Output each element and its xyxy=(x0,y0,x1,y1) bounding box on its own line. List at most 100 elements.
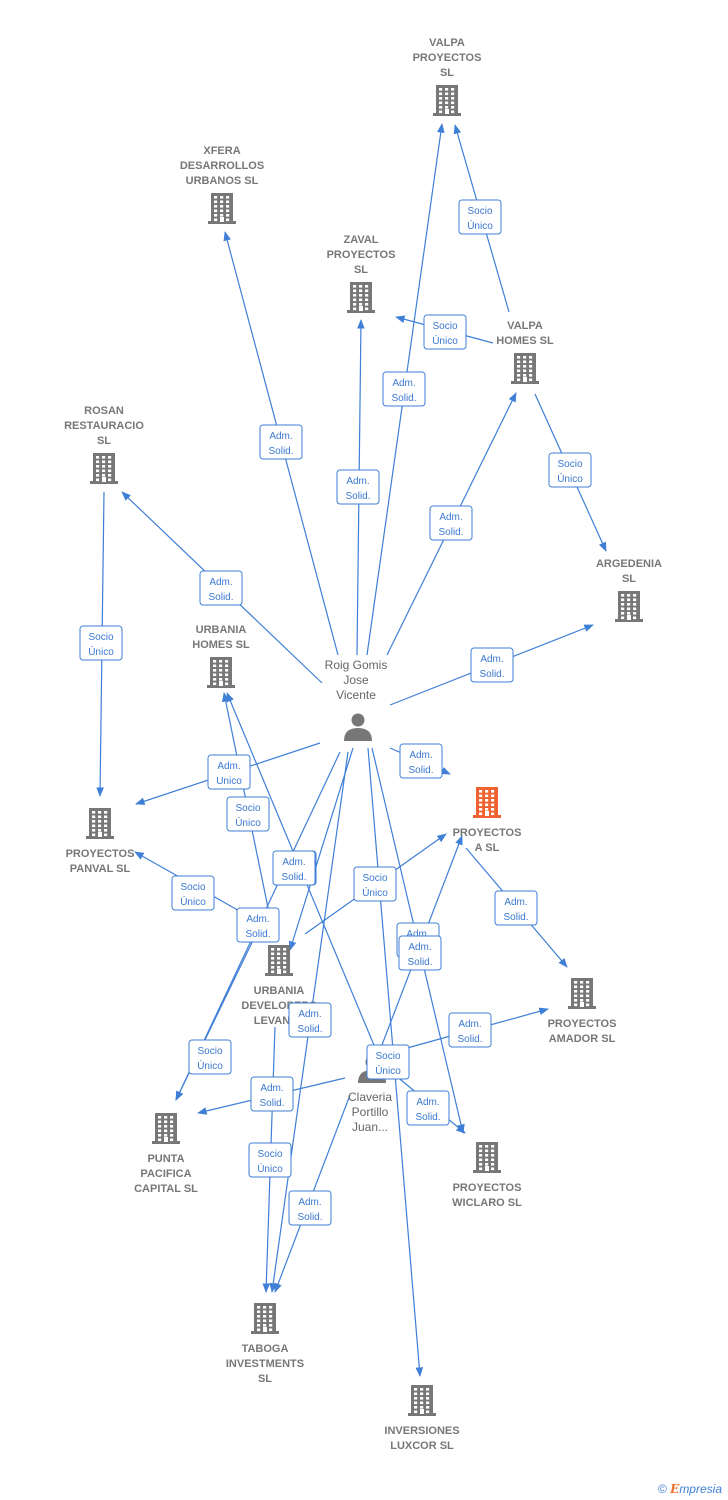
edge-label-text: Solid. xyxy=(245,929,270,940)
edge-label-roig-to-taboga[interactable]: Adm.Solid. xyxy=(288,1002,332,1038)
company-name-line: SL xyxy=(622,573,636,585)
edge-label-text: Socio xyxy=(557,459,582,470)
edge-label-roig-to-valpa_homes[interactable]: Adm.Solid. xyxy=(429,505,473,541)
edge-label-box xyxy=(470,647,514,683)
edge-label-text: Solid. xyxy=(297,1212,322,1223)
edge-label-box xyxy=(226,796,270,832)
edge-label-text: Adm. xyxy=(409,750,432,761)
edge-label-claveria-to-punta_pacifica[interactable]: Adm.Solid. xyxy=(250,1076,294,1112)
edge-label-roig-to-valpa_proyectos[interactable]: Adm.Solid. xyxy=(382,371,426,407)
edge-label-text: Único xyxy=(180,895,206,908)
edge-label-roig-to-proyectos_a[interactable]: Adm.Solid. xyxy=(399,743,443,779)
building-icon xyxy=(473,1142,501,1173)
edge-label-text: Adm. xyxy=(246,914,269,925)
brand-initial: E xyxy=(670,1482,680,1496)
company-node-inversiones_luxcor[interactable]: INVERSIONES LUXCOR SL xyxy=(384,1385,460,1452)
building-icon xyxy=(86,808,114,839)
brand-name: mpresia xyxy=(679,1482,722,1496)
edge-label-box xyxy=(353,866,397,902)
edge-label-roig-to-punta_pacifica[interactable]: Adm. Solid. xyxy=(236,907,280,943)
empresia-brand[interactable]: © Empresia xyxy=(658,1482,722,1496)
edge-label-claveria-to-taboga[interactable]: Adm.Solid. xyxy=(288,1190,332,1226)
company-name-line: URBANIA xyxy=(254,985,305,997)
edge-label-proyectos_a-to-proyectos_amador[interactable]: Adm.Solid. xyxy=(494,890,538,926)
company-name-line: XFERA xyxy=(203,145,240,157)
company-name-line: INVERSIONES xyxy=(384,1425,459,1437)
company-node-valpa_homes[interactable]: VALPA HOMES SL xyxy=(496,320,554,384)
edge-label-box xyxy=(336,469,380,505)
edge-label-text: Socio xyxy=(375,1051,400,1062)
building-icon xyxy=(347,282,375,313)
edge-label-claveria-to-proyectos_wiclaro[interactable]: Adm.Solid. xyxy=(406,1090,450,1126)
edge-label-roig-to-rosan[interactable]: Adm.Solid. xyxy=(199,570,243,606)
company-name-line: PROYECTOS xyxy=(327,249,396,261)
edge-label-text: Único xyxy=(432,334,458,347)
edge-label-text: Solid. xyxy=(259,1098,284,1109)
building-icon xyxy=(265,945,293,976)
edge-label-box xyxy=(288,1190,332,1226)
edge-label-text: Adm. xyxy=(480,654,503,665)
edge-label-text: Solid. xyxy=(457,1034,482,1045)
edge-label-text: Socio xyxy=(88,632,113,643)
company-name-line: HOMES SL xyxy=(192,639,250,651)
edge-label-roig-to-xfera[interactable]: Adm.Solid. xyxy=(259,424,303,460)
edge-label-text: Socio xyxy=(180,882,205,893)
company-node-urbania_homes[interactable]: URBANIA HOMES SL xyxy=(192,624,250,688)
building-icon xyxy=(433,85,461,116)
person-name-line: Jose xyxy=(343,673,369,687)
edge-label-roig-to-argedenia[interactable]: Adm.Solid. xyxy=(470,647,514,683)
edge-label-box xyxy=(398,935,442,971)
edge-label-text: Adm. xyxy=(217,761,240,772)
edge-label-roig-to-zaval[interactable]: Adm.Solid. xyxy=(336,469,380,505)
company-name-line: VALPA xyxy=(507,320,543,332)
building-icon xyxy=(251,1303,279,1334)
edge-label-roig-to-proyectos_panval[interactable]: Adm.Unico xyxy=(207,754,251,790)
person-name-line: Vicente xyxy=(336,688,376,702)
company-name-line: HOMES SL xyxy=(496,335,554,347)
company-name-line: PUNTA xyxy=(147,1153,184,1165)
edge-label-box xyxy=(448,1012,492,1048)
edge-label-roig-to-urbania_developers[interactable]: Adm.Solid. xyxy=(272,850,316,886)
company-name-line: CAPITAL SL xyxy=(134,1183,198,1195)
edge-label-box xyxy=(272,850,316,886)
company-name-line: LUXCOR SL xyxy=(390,1440,454,1452)
edge-label-box xyxy=(250,1076,294,1112)
edge-label-text: Único xyxy=(557,472,583,485)
edge-label-text: Adm. xyxy=(504,897,527,908)
company-name-line: SL xyxy=(440,67,454,79)
building-icon xyxy=(207,657,235,688)
company-name-line: VALPA xyxy=(429,37,465,49)
person-name-line: Claveria xyxy=(348,1090,392,1104)
edge-label-box xyxy=(79,625,123,661)
edge-label-box xyxy=(382,371,426,407)
edge-labels-layer: SocioÚnicoSocioÚnicoSocioÚnicoAdm.Solid.… xyxy=(79,199,592,1226)
company-name-line: ROSAN xyxy=(84,405,124,417)
edge-label-claveria-to-proyectos_amador[interactable]: Adm.Solid. xyxy=(448,1012,492,1048)
company-name-line: TABOGA xyxy=(242,1343,289,1355)
building-icon xyxy=(152,1113,180,1144)
company-name-line: URBANIA xyxy=(196,624,247,636)
edge-label-claveria-to-proyectos_a[interactable]: Adm.Solid. xyxy=(398,935,442,971)
